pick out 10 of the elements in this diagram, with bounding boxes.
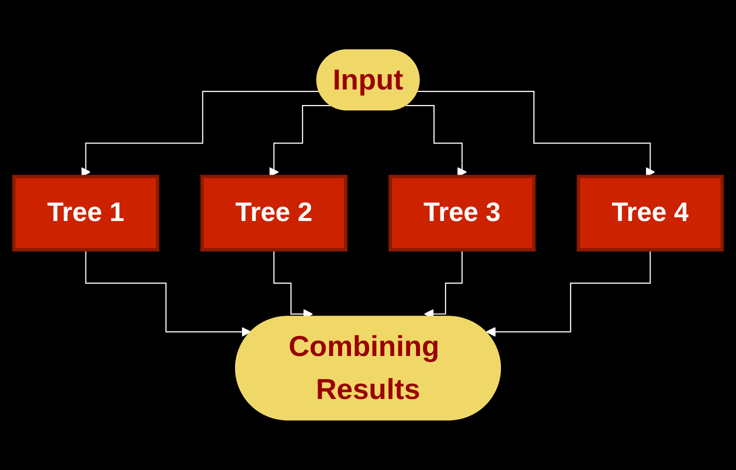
arrow [80, 91, 320, 178]
arrow [85, 249, 252, 337]
arrow [486, 249, 651, 337]
arrow [406, 105, 467, 178]
node-box: Tree 3 [388, 175, 536, 252]
node-box: Tree 2 [200, 175, 348, 252]
arrow [269, 105, 332, 178]
arrow [418, 91, 656, 178]
node-box: Tree 1 [12, 175, 160, 252]
node-box: Tree 4 [576, 175, 724, 252]
